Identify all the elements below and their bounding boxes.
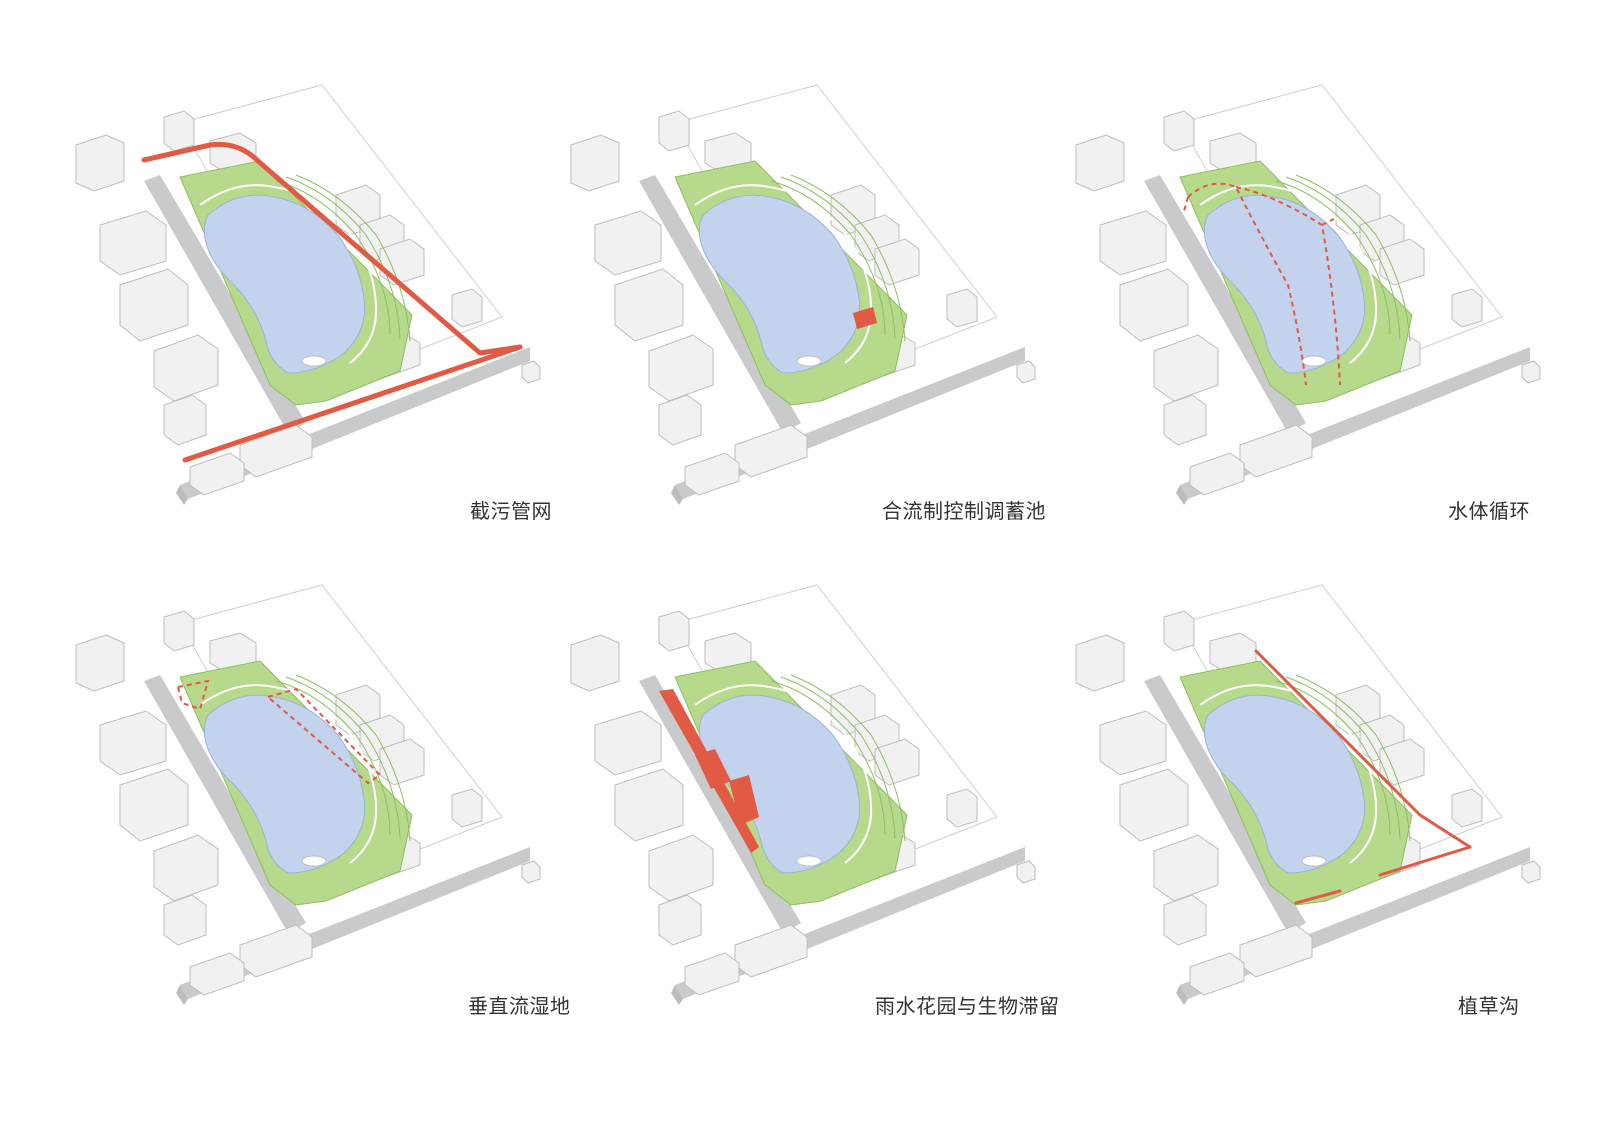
axonometric-site-rain-garden bbox=[570, 584, 1036, 1006]
axonometric-site-grass-swale bbox=[1075, 584, 1541, 1006]
diagram-panel-storage-tank: 合流制控制调蓄池 bbox=[555, 84, 1055, 605]
caption-storage-tank: 合流制控制调蓄池 bbox=[882, 499, 1046, 523]
diagram-panel-water-circulation: 水体循环 bbox=[1060, 84, 1560, 605]
axonometric-site-vertical-wetland bbox=[75, 584, 541, 1006]
axonometric-site-storage-tank bbox=[570, 84, 1036, 506]
caption-pipe-network: 截污管网 bbox=[470, 499, 552, 523]
overlay-storage-tank bbox=[853, 307, 877, 329]
caption-vertical-wetland: 垂直流湿地 bbox=[468, 994, 571, 1018]
caption-grass-swale: 植草沟 bbox=[1458, 994, 1520, 1018]
diagram-panel-pipe-network: 截污管网 bbox=[60, 84, 560, 605]
diagram-panel-grass-swale: 植草沟 bbox=[1060, 584, 1560, 1105]
diagram-panel-vertical-wetland: 垂直流湿地 bbox=[60, 584, 570, 1105]
caption-water-circulation: 水体循环 bbox=[1448, 499, 1530, 523]
overlay-grass-swale bbox=[1254, 649, 1472, 905]
overlay-vertical-wetland bbox=[176, 679, 382, 785]
axonometric-site-water-circulation bbox=[1075, 84, 1541, 506]
diagram-panel-rain-garden: 雨水花园与生物滞留 bbox=[555, 584, 1059, 1105]
caption-rain-garden: 雨水花园与生物滞留 bbox=[875, 994, 1060, 1018]
axonometric-site-pipe-network bbox=[75, 84, 541, 506]
overlay-water-circulation bbox=[1183, 182, 1341, 386]
overlay-rain-garden bbox=[659, 689, 759, 853]
overlay-pipe-network bbox=[141, 141, 523, 463]
